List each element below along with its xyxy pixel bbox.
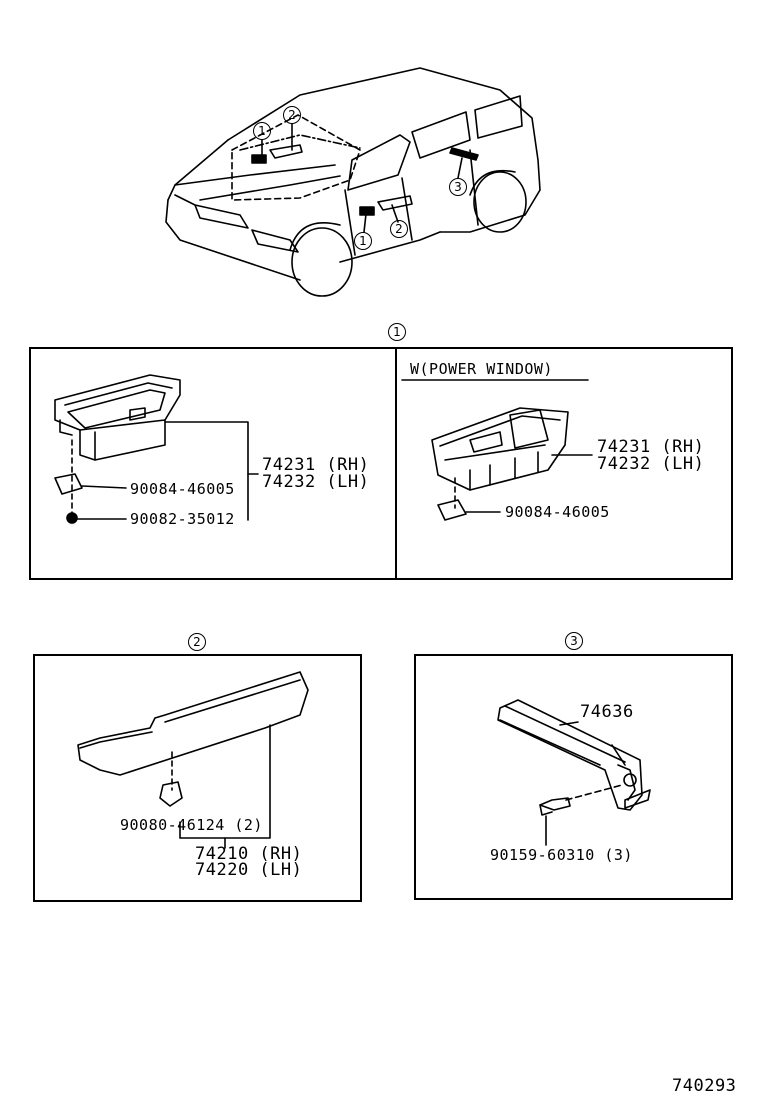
- section-1-marker: 1: [388, 323, 406, 341]
- vehicle-illustration: [165, 67, 541, 297]
- assist-bracket-drawing: [497, 699, 651, 846]
- right-clip-number: 90084-46005: [505, 503, 610, 521]
- power-window-header: W(POWER WINDOW): [410, 360, 553, 378]
- section-1-frame: [29, 347, 733, 580]
- left-screw-number: 90082-35012: [130, 510, 235, 528]
- vehicle-callout-2-rear: 2: [390, 220, 408, 238]
- vehicle-callout-1-rear: 1: [354, 232, 372, 250]
- armrest-part-lh: 74220 (LH): [195, 860, 303, 880]
- armrest-clip-number: 90080-46124 (2): [120, 816, 263, 834]
- left-part-rh: 74231 (RH): [262, 455, 370, 475]
- assist-part-number: 74636: [580, 702, 634, 722]
- section-1-divider: [395, 347, 397, 580]
- section-2-frame: [33, 654, 362, 902]
- section-3-frame: [414, 654, 733, 900]
- power-window-switch-drawing: [401, 379, 593, 521]
- section-2-marker: 2: [188, 633, 206, 651]
- vehicle-callout-1-front: 1: [253, 122, 271, 140]
- figure-id: 740293: [672, 1076, 737, 1096]
- assist-bolt-number: 90159-60310 (3): [490, 846, 633, 864]
- left-part-lh: 74232 (LH): [262, 472, 370, 492]
- switch-base-drawing: [54, 374, 259, 524]
- armrest-drawing: [77, 671, 309, 849]
- vehicle-callout-2-front: 2: [283, 106, 301, 124]
- vehicle-callout-3: 3: [449, 178, 467, 196]
- section-3-marker: 3: [565, 632, 583, 650]
- left-clip-number: 90084-46005: [130, 480, 235, 498]
- right-part-rh: 74231 (RH): [597, 437, 705, 457]
- armrest-part-rh: 74210 (RH): [195, 844, 303, 864]
- right-part-lh: 74232 (LH): [597, 454, 705, 474]
